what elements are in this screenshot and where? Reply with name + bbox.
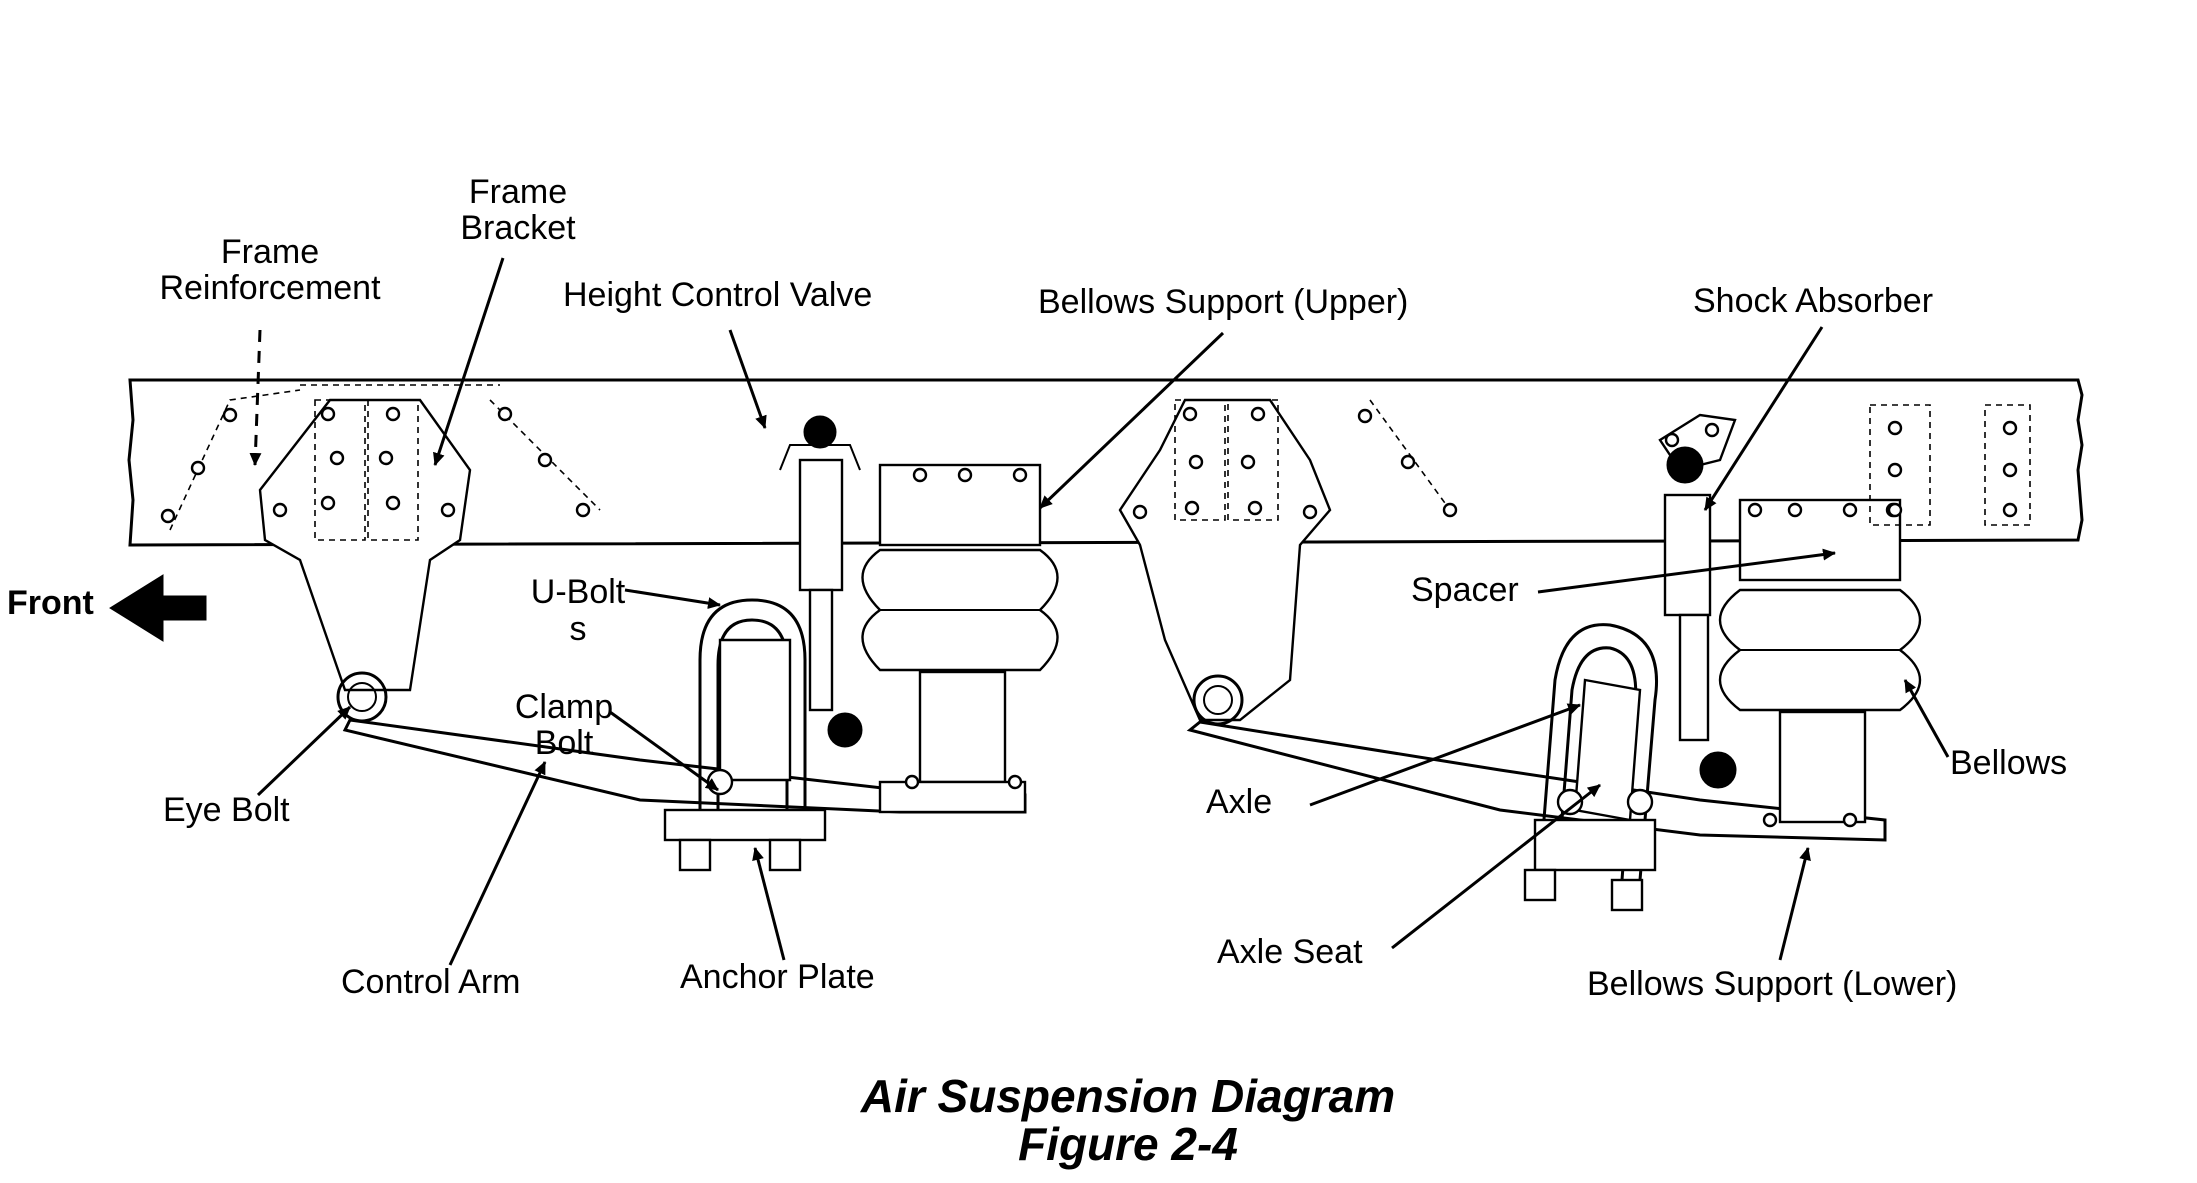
label-spacer: Spacer — [1411, 571, 1519, 609]
rear-shock-absorber — [1658, 413, 1737, 789]
rear-frame-bracket — [1118, 398, 1458, 726]
front-axle-assembly — [663, 598, 827, 872]
label-u-bolts-line1: U-Bolt — [531, 573, 626, 611]
label-anchor-plate: Anchor Plate — [680, 958, 875, 996]
label-bellows-support-lower: Bellows Support (Lower) — [1587, 965, 1957, 1003]
label-frame-reinforcement-line1: Frame — [221, 233, 319, 271]
label-eye-bolt: Eye Bolt — [163, 791, 290, 829]
label-front: Front — [7, 584, 94, 622]
rear-control-arm — [1186, 720, 1887, 842]
rear-axle-assembly — [1523, 623, 1658, 912]
label-axle: Axle — [1206, 783, 1272, 821]
leader-lines — [249, 257, 1950, 966]
label-clamp-bolt-line1: Clamp — [515, 688, 613, 726]
label-u-bolts-line2: s — [570, 610, 587, 648]
label-shock-absorber: Shock Absorber — [1693, 282, 1933, 320]
rear-bellows — [1718, 404, 2031, 828]
caption: Air Suspension Diagram Figure 2-4 — [860, 1070, 1395, 1170]
labels: Frame Reinforcement Frame Bracket Height… — [7, 173, 2067, 1003]
label-bellows-support-upper: Bellows Support (Upper) — [1038, 283, 1408, 321]
front-bellows — [861, 463, 1059, 814]
label-control-arm: Control Arm — [341, 963, 521, 1001]
label-frame-bracket-line2: Bracket — [460, 209, 576, 247]
label-frame-bracket-line1: Frame — [469, 173, 567, 211]
label-height-control-valve: Height Control Valve — [563, 276, 872, 314]
front-frame-bracket — [160, 384, 601, 723]
frame-rail — [127, 378, 2084, 547]
caption-title: Air Suspension Diagram — [860, 1070, 1395, 1122]
front-arrow-icon — [109, 574, 207, 642]
label-axle-seat: Axle Seat — [1217, 933, 1363, 971]
label-clamp-bolt-line2: Bolt — [535, 724, 594, 762]
label-frame-reinforcement-line2: Reinforcement — [159, 269, 381, 307]
label-bellows: Bellows — [1950, 744, 2067, 782]
caption-figure-number: Figure 2-4 — [1018, 1118, 1238, 1170]
front-shock-absorber — [779, 415, 863, 748]
